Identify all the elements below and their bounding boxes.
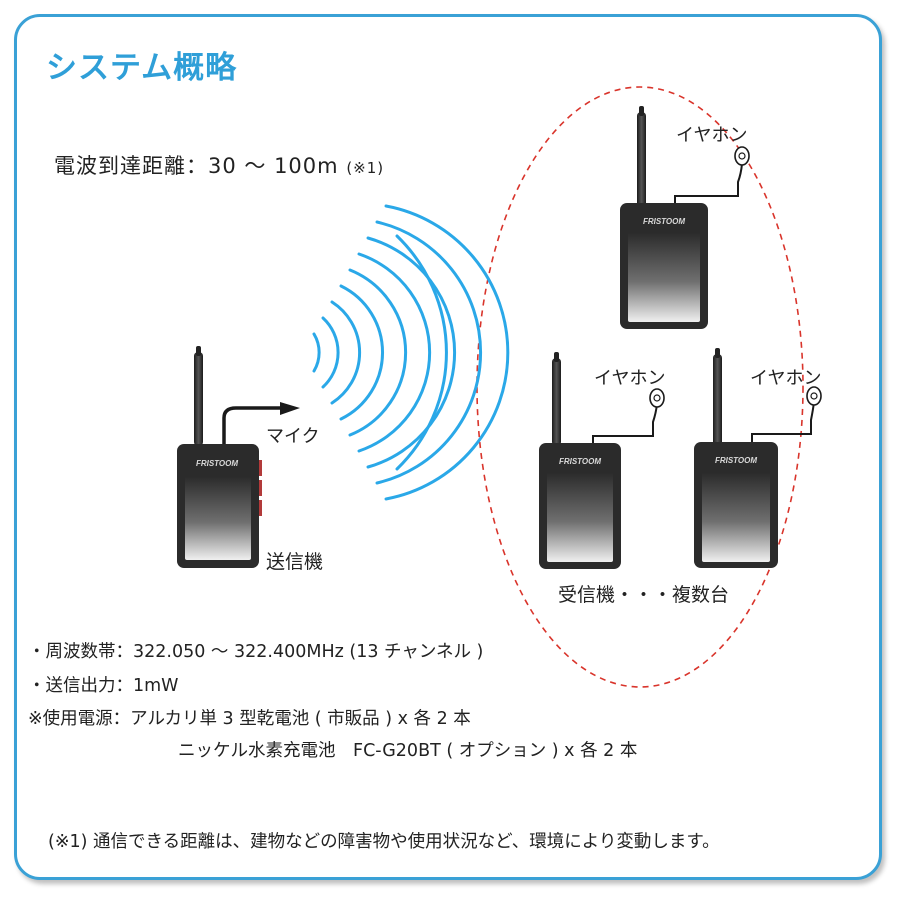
- transmitter-device: [177, 346, 300, 568]
- spec-power-alkaline: ※使用電源：アルカリ単 3 型乾電池 ( 市販品 ) x 各 2 本: [28, 709, 471, 729]
- spec-output: ・送信出力：1mW: [28, 676, 179, 696]
- receiver-device-top: [620, 106, 750, 329]
- spec-power-nimh: ニッケル水素充電池 FC-G20BT ( オプション ) x 各 2 本: [178, 741, 638, 761]
- earphone-label-right: イヤホン: [750, 368, 822, 389]
- receiver-device-left: [539, 352, 665, 569]
- brand-label-receiver-top: FRISTOOM: [643, 217, 685, 226]
- brand-label-receiver-left: FRISTOOM: [559, 457, 601, 466]
- transmitter-label: 送信機: [266, 551, 324, 573]
- radio-waves: [312, 204, 510, 501]
- brand-label-transmitter: FRISTOOM: [196, 459, 238, 468]
- mic-label: マイク: [266, 426, 320, 447]
- range-value: 電波到達距離：30 ～ 100m: [54, 154, 339, 178]
- range-text: 電波到達距離：30 ～ 100m (※1): [54, 150, 384, 180]
- brand-label-receiver-right: FRISTOOM: [715, 456, 757, 465]
- footnote: (※1) 通信できる距離は、建物などの障害物や使用状況など、環境により変動します…: [48, 832, 720, 852]
- earphone-label-top: イヤホン: [676, 125, 748, 146]
- receiver-device-right: [694, 348, 822, 568]
- earphone-label-left: イヤホン: [594, 368, 666, 389]
- receivers-label: 受信機・・・複数台: [558, 584, 730, 606]
- page-title: システム概略: [46, 50, 238, 86]
- spec-frequency: ・周波数帯：322.050 ～ 322.400MHz (13 チャンネル ): [28, 642, 484, 662]
- range-note: (※1): [346, 159, 385, 177]
